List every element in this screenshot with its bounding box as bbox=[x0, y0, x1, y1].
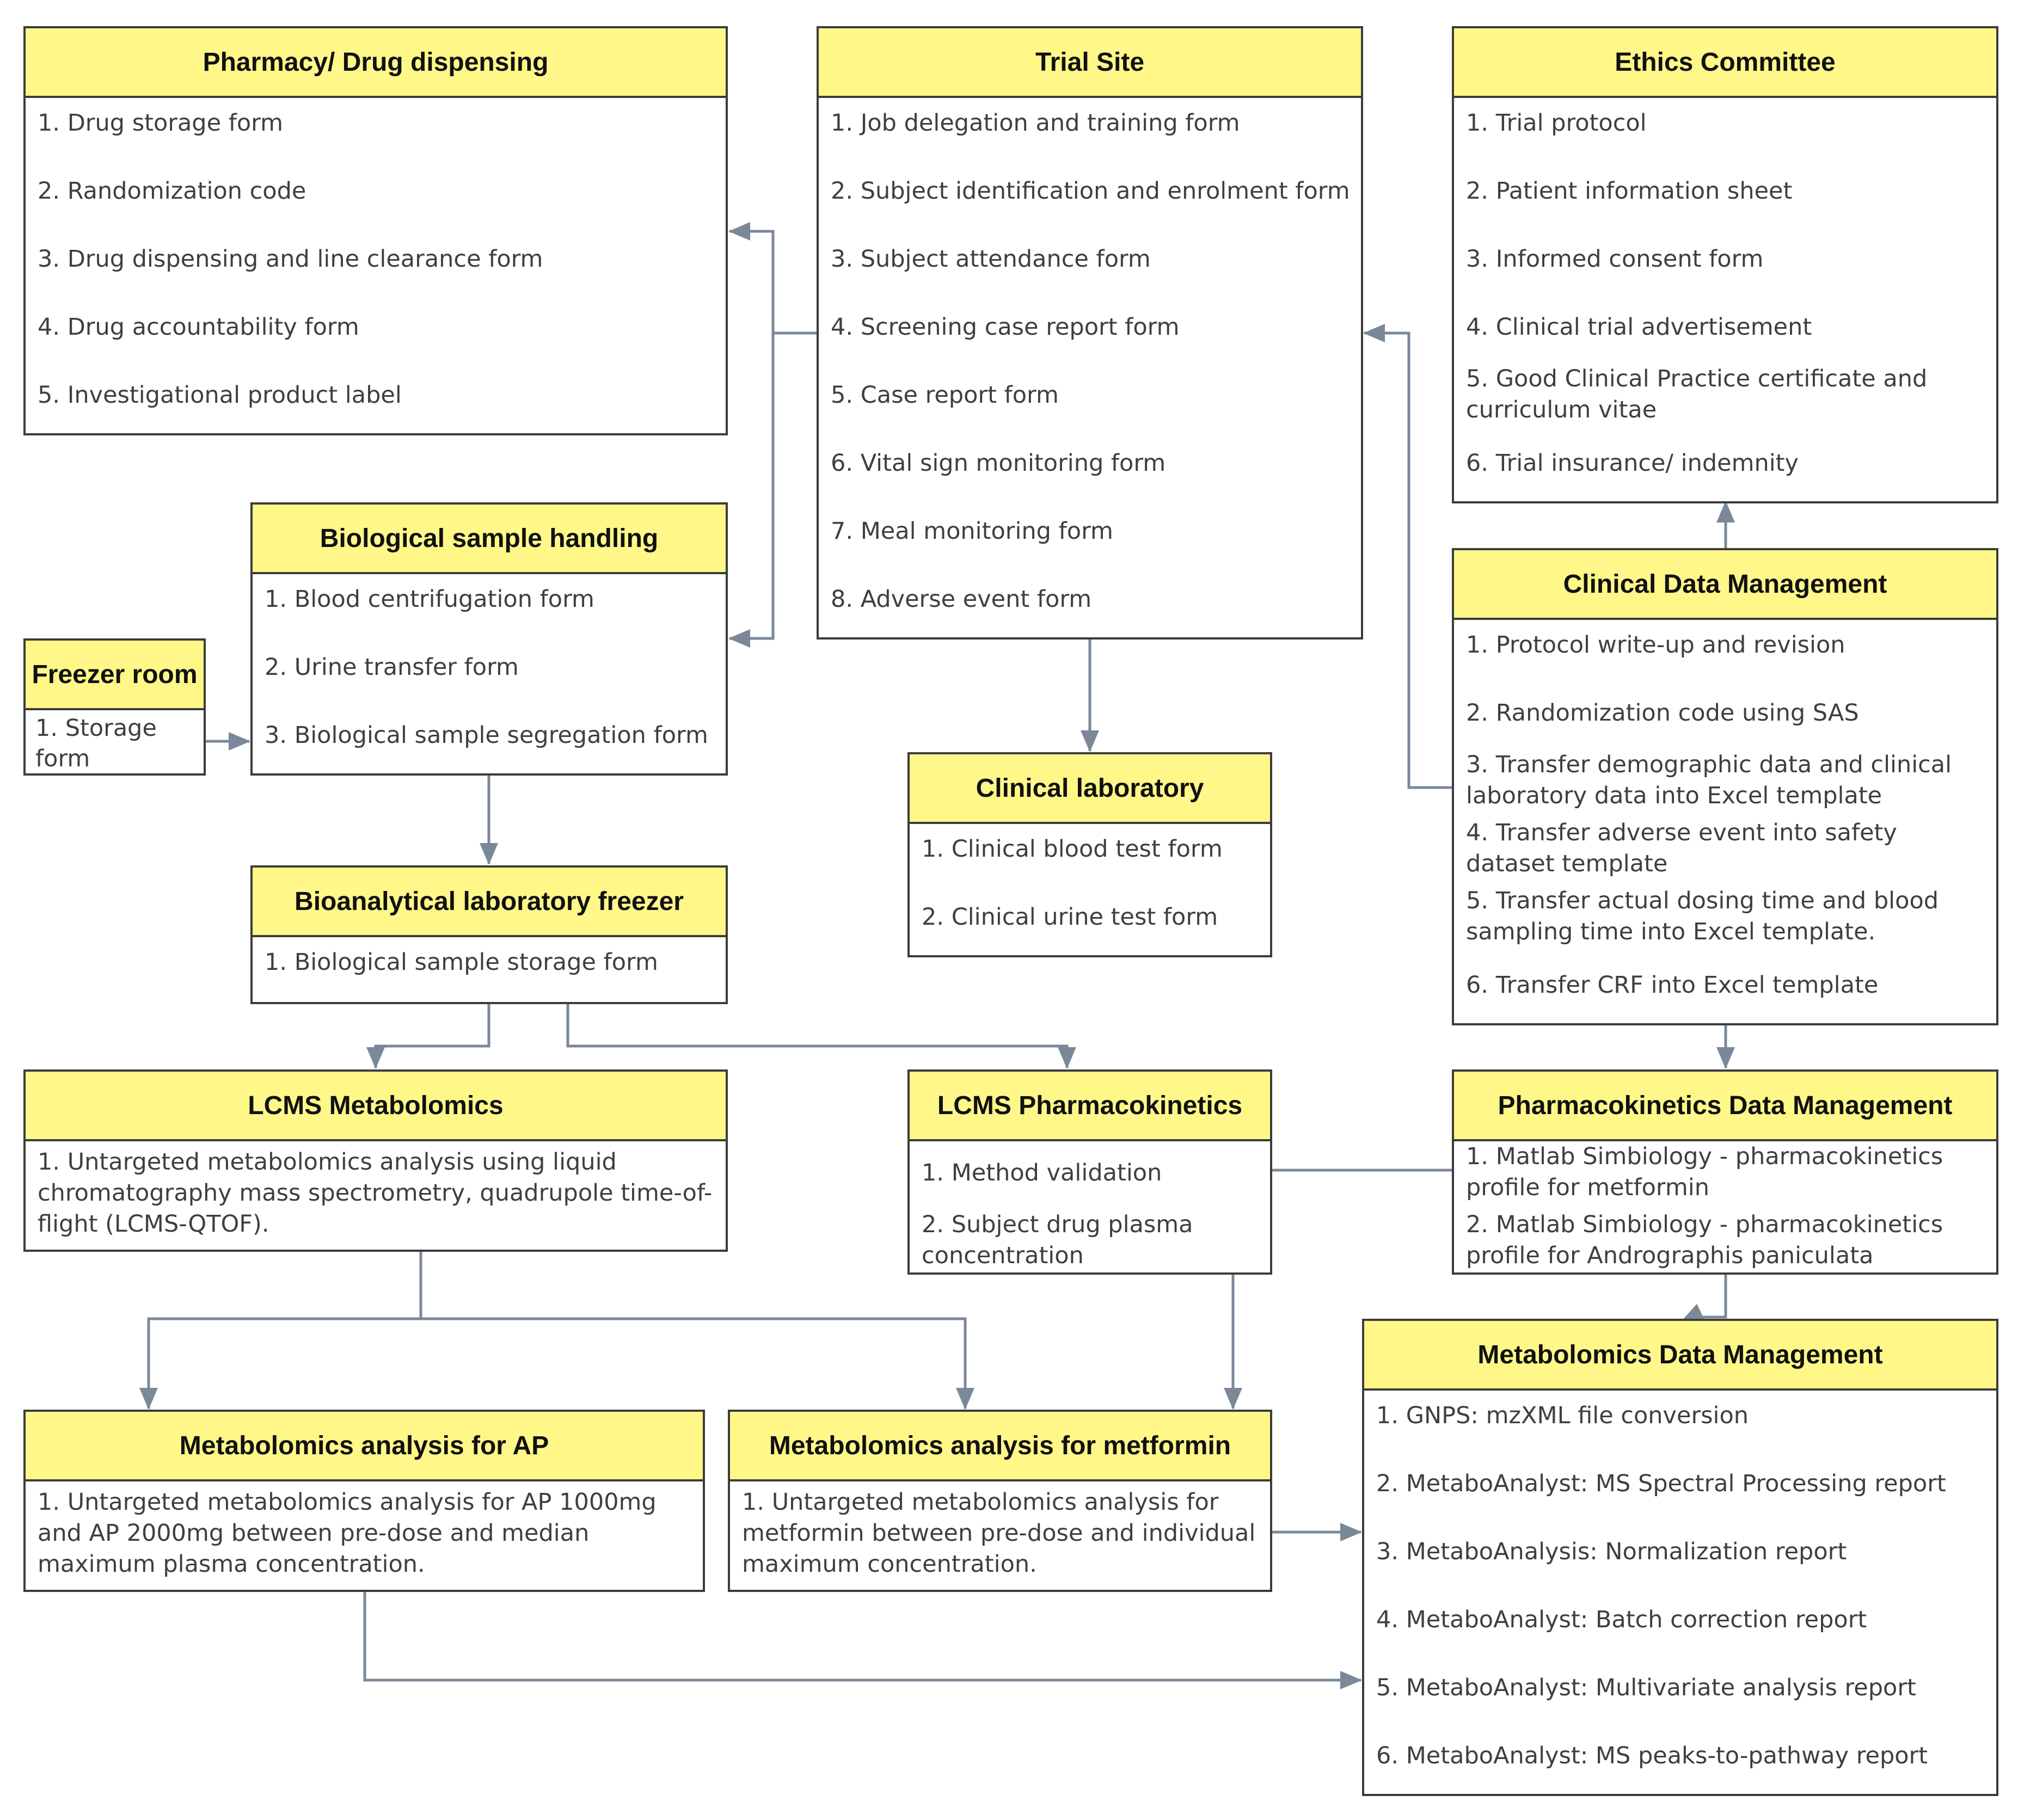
list-item: 1. Blood centrifugation form bbox=[265, 586, 594, 613]
list-item: 2. Subject identification and enrolment … bbox=[831, 177, 1350, 205]
freezer-room-box: Freezer room 1. Storage form bbox=[23, 638, 206, 776]
list-item: 3. MetaboAnalysis: Normalization report bbox=[1376, 1538, 1847, 1565]
arrow-cdm-to-trial-site bbox=[1363, 324, 1452, 789]
arrow-metab-ap-to-metab-dm bbox=[363, 1590, 1362, 1689]
clinical-data-management-box: Clinical Data Management 1. Protocol wri… bbox=[1452, 548, 1998, 1025]
list-item: 5. MetaboAnalyst: Multivariate analysis … bbox=[1376, 1674, 1916, 1701]
box-title: Pharmacokinetics Data Management bbox=[1454, 1072, 1996, 1141]
list-item: 2. Randomization code using SAS bbox=[1466, 699, 1859, 727]
box-title: Biological sample handling bbox=[253, 505, 726, 574]
box-title: Freezer room bbox=[26, 641, 204, 710]
list-item: 6. MetaboAnalyst: MS peaks-to-pathway re… bbox=[1376, 1742, 1928, 1769]
bioanalytical-laboratory-freezer-box: Bioanalytical laboratory freezer 1. Biol… bbox=[250, 865, 728, 1004]
box-title: Pharmacy/ Drug dispensing bbox=[26, 28, 726, 98]
list-item: 1. Drug storage form bbox=[38, 109, 283, 137]
pharmacy-drug-dispensing-box: Pharmacy/ Drug dispensing 1. Drug storag… bbox=[23, 26, 728, 435]
box-title: Clinical Data Management bbox=[1454, 550, 1996, 620]
list-item: 4. Screening case report form bbox=[831, 313, 1180, 341]
arrow-trial-site-to-pharmacy bbox=[728, 222, 819, 335]
list-item: 5. Case report form bbox=[831, 382, 1059, 409]
list-item: 1. GNPS: mzXML file conversion bbox=[1376, 1402, 1749, 1429]
list-item: 3. Informed consent form bbox=[1466, 245, 1764, 273]
box-title: Bioanalytical laboratory freezer bbox=[253, 868, 726, 937]
list-item: 4. MetaboAnalyst: Batch correction repor… bbox=[1376, 1606, 1867, 1633]
trial-site-box: Trial Site 1. Job delegation and trainin… bbox=[817, 26, 1363, 640]
ethics-committee-box: Ethics Committee 1. Trial protocol 2. Pa… bbox=[1452, 26, 1998, 503]
list-item: 8. Adverse event form bbox=[831, 586, 1092, 613]
arrow-pk-dm-to-metab-dm bbox=[1681, 1274, 1727, 1323]
arrow-lcms-metabolomics-to-metab-metformin bbox=[421, 1317, 974, 1410]
list-item: 2. Subject drug plasma concentration bbox=[922, 1211, 1193, 1269]
list-item: 1. Biological sample storage form bbox=[265, 949, 658, 976]
arrow-trial-site-to-bio-sample bbox=[728, 333, 775, 648]
list-item: 4. Drug accountability form bbox=[38, 313, 359, 341]
list-item: 5. Transfer actual dosing time and blood… bbox=[1466, 887, 1939, 945]
list-item: 2. Patient information sheet bbox=[1466, 177, 1793, 205]
metabolomics-data-management-box: Metabolomics Data Management 1. GNPS: mz… bbox=[1362, 1319, 1998, 1796]
arrow-bioanalytical-to-lcms-metabolomics bbox=[366, 1003, 490, 1069]
list-item: 3. Transfer demographic data and clinica… bbox=[1466, 751, 1952, 809]
list-item: 6. Vital sign monitoring form bbox=[831, 450, 1166, 477]
list-item: 5. Investigational product label bbox=[38, 382, 402, 409]
biological-sample-handling-box: Biological sample handling 1. Blood cent… bbox=[250, 502, 728, 776]
list-item: 4. Transfer adverse event into safety da… bbox=[1466, 819, 1897, 877]
box-title: Metabolomics Data Management bbox=[1364, 1321, 1996, 1391]
list-item: 1. Storage form bbox=[35, 715, 157, 772]
list-item: 1. Clinical blood test form bbox=[922, 835, 1223, 863]
list-item: 7. Meal monitoring form bbox=[831, 518, 1113, 545]
metabolomics-analysis-ap-box: Metabolomics analysis for AP 1. Untarget… bbox=[23, 1410, 705, 1592]
box-title: Metabolomics analysis for AP bbox=[26, 1412, 703, 1481]
lcms-metabolomics-box: LCMS Metabolomics 1. Untargeted metabolo… bbox=[23, 1069, 728, 1252]
clinical-laboratory-box: Clinical laboratory 1. Clinical blood te… bbox=[907, 752, 1272, 957]
list-item: 2. MetaboAnalyst: MS Spectral Processing… bbox=[1376, 1470, 1946, 1497]
list-item: 1. Matlab Simbiology - pharmacokinetics … bbox=[1466, 1143, 1943, 1201]
list-item: 2. Randomization code bbox=[38, 177, 306, 205]
list-item: 2. Clinical urine test form bbox=[922, 903, 1218, 931]
list-item: 3. Drug dispensing and line clearance fo… bbox=[38, 245, 543, 273]
arrow-bioanalytical-to-lcms-pk bbox=[566, 1003, 1076, 1069]
arrow-lcms-metabolomics-to-metab-ap bbox=[139, 1317, 421, 1410]
list-item: 4. Clinical trial advertisement bbox=[1466, 313, 1812, 341]
list-item: 1. Untargeted metabolomics analysis usin… bbox=[38, 1148, 713, 1238]
pharmacokinetics-data-management-box: Pharmacokinetics Data Management 1. Matl… bbox=[1452, 1069, 1998, 1275]
list-item: 2. Matlab Simbiology - pharmacokinetics … bbox=[1466, 1211, 1943, 1269]
lcms-pharmacokinetics-box: LCMS Pharmacokinetics 1. Method validati… bbox=[907, 1069, 1272, 1275]
list-item: 1. Untargeted metabolomics analysis for … bbox=[38, 1489, 657, 1578]
list-item: 5. Good Clinical Practice certificate an… bbox=[1466, 365, 1928, 423]
list-item: 1. Untargeted metabolomics analysis for … bbox=[742, 1489, 1256, 1578]
list-item: 1. Job delegation and training form bbox=[831, 109, 1240, 137]
box-title: LCMS Pharmacokinetics bbox=[910, 1072, 1270, 1141]
list-item: 6. Transfer CRF into Excel template bbox=[1466, 972, 1879, 999]
metabolomics-analysis-metformin-box: Metabolomics analysis for metformin 1. U… bbox=[728, 1410, 1272, 1592]
box-title: Trial Site bbox=[819, 28, 1361, 98]
box-title: Metabolomics analysis for metformin bbox=[730, 1412, 1270, 1481]
box-title: Ethics Committee bbox=[1454, 28, 1996, 98]
list-item: 6. Trial insurance/ indemnity bbox=[1466, 450, 1799, 477]
list-item: 1. Trial protocol bbox=[1466, 109, 1647, 137]
box-title: LCMS Metabolomics bbox=[26, 1072, 726, 1141]
box-title: Clinical laboratory bbox=[910, 754, 1270, 824]
list-item: 3. Biological sample segregation form bbox=[265, 722, 708, 749]
list-item: 2. Urine transfer form bbox=[265, 654, 519, 681]
list-item: 3. Subject attendance form bbox=[831, 245, 1151, 273]
list-item: 1. Protocol write-up and revision bbox=[1466, 631, 1845, 659]
list-item: 1. Method validation bbox=[922, 1159, 1162, 1186]
